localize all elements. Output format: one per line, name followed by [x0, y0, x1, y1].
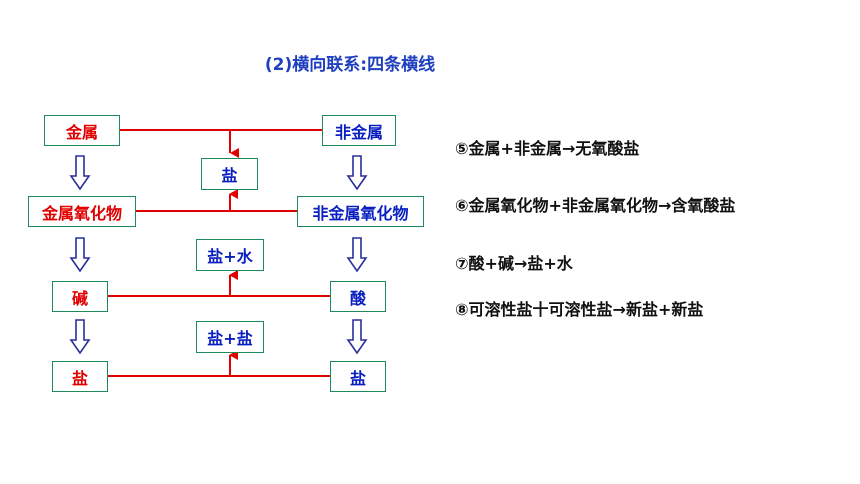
product-box-salt-water: 盐+水	[196, 239, 264, 271]
page-title: (2)横向联系:四条横线	[264, 55, 436, 75]
hollow-arrow-right-3	[346, 319, 368, 355]
hollow-arrow-left-2	[69, 237, 91, 273]
product-box-salt: 盐	[201, 158, 258, 190]
equation-6: ⑥金属氧化物+非金属氧化物→含氧酸盐	[455, 196, 736, 215]
equation-7: ⑦酸+碱→盐+水	[455, 254, 573, 273]
hollow-arrow-left-1	[69, 155, 91, 191]
left-box-salt: 盐	[52, 361, 108, 392]
hollow-arrow-right-1	[346, 155, 368, 191]
hollow-arrow-left-3	[69, 319, 91, 355]
left-box-metal: 金属	[44, 115, 120, 146]
product-box-salt-salt: 盐+盐	[196, 321, 264, 353]
right-box-nonmetal-oxide: 非金属氧化物	[297, 196, 424, 227]
right-box-nonmetal: 非金属	[322, 115, 396, 146]
left-box-base: 碱	[52, 281, 108, 312]
hollow-arrow-right-2	[346, 237, 368, 273]
equation-8: ⑧可溶性盐十可溶性盐→新盐+新盐	[455, 300, 704, 319]
right-box-acid: 酸	[330, 281, 386, 312]
left-box-metal-oxide: 金属氧化物	[28, 196, 136, 227]
right-box-salt: 盐	[330, 361, 386, 392]
equation-5: ⑤金属+非金属→无氧酸盐	[455, 139, 640, 158]
